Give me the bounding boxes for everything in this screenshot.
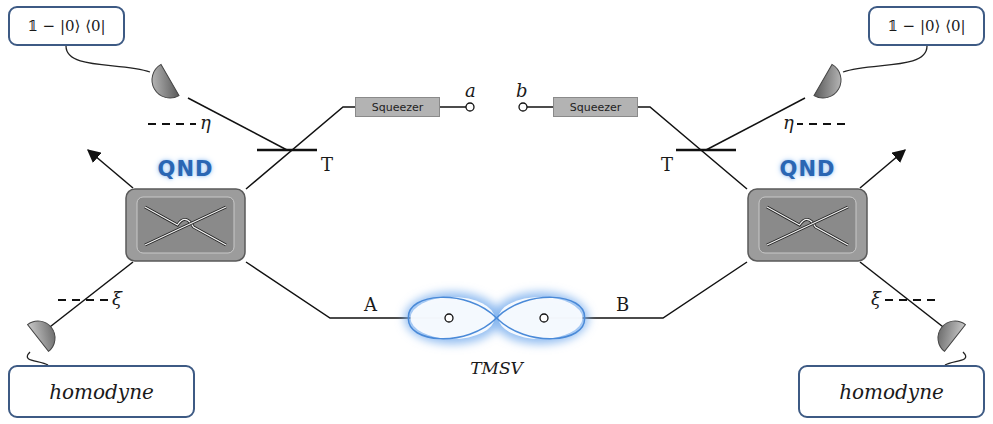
beam-line xyxy=(638,107,747,189)
part-label: A xyxy=(364,296,377,314)
part-label: η xyxy=(783,114,794,132)
tmsv-glow xyxy=(392,283,601,355)
squeezer-box: Squeezer xyxy=(553,97,638,117)
homodyne-box: homodyne xyxy=(798,365,985,418)
part-label: T xyxy=(321,156,333,174)
tmsv-source: TMSV xyxy=(392,283,601,380)
part-label: η xyxy=(200,114,211,132)
node-text: 𝟙 − |0⟩ ⟨0| xyxy=(27,17,105,35)
projector-box: 𝟙 − |0⟩ ⟨0| xyxy=(868,6,985,46)
node-text: TMSV xyxy=(392,358,601,378)
projector-box: 𝟙 − |0⟩ ⟨0| xyxy=(8,6,125,46)
node-text: 𝟙 − |0⟩ ⟨0| xyxy=(887,17,965,35)
squeezer-box: Squeezer xyxy=(355,97,440,117)
node-text: Squeezer xyxy=(570,101,622,114)
qnd-gate: QND xyxy=(125,155,246,262)
node-text: QND xyxy=(747,157,868,181)
part-label: b xyxy=(516,82,528,100)
node-text: Squeezer xyxy=(372,101,424,114)
beam-line xyxy=(246,107,355,189)
part-label: B xyxy=(616,296,629,314)
part-label: ξ xyxy=(112,290,122,308)
part-label: ξ xyxy=(871,290,881,308)
part-label: T xyxy=(661,156,673,174)
node-text: homodyne xyxy=(49,380,154,404)
qnd-gate: QND xyxy=(747,155,868,262)
node-text: QND xyxy=(125,157,246,181)
part-label: a xyxy=(465,82,476,100)
homodyne-box: homodyne xyxy=(8,365,195,418)
node-text: homodyne xyxy=(839,380,944,404)
